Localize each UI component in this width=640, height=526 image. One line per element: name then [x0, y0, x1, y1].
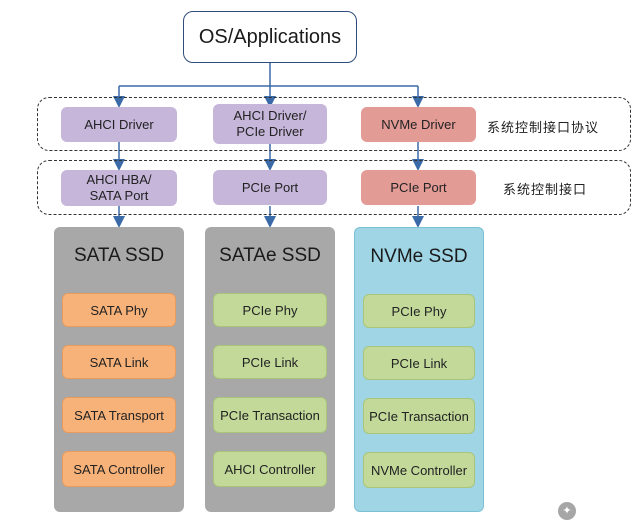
watermark: ✦ 悟空问答 [557, 501, 632, 520]
port-box-2: PCIe Port [213, 170, 327, 205]
layer-box: SATA Link [62, 345, 176, 379]
protocol-band-label: 系统控制接口协议 [487, 121, 600, 136]
ssd-title: SATA SSD [73, 245, 165, 266]
port-band [37, 160, 631, 215]
layer-box: PCIe Phy [363, 294, 475, 328]
layer-box: SATA Controller [62, 451, 176, 487]
layer-box: PCIe Transaction [363, 398, 475, 434]
protocol-band [37, 97, 631, 151]
ssd-panel-nvme: NVMe SSD PCIe Phy PCIe Link PCIe Transac… [354, 227, 484, 512]
layer-box: PCIe Link [363, 346, 475, 380]
ssd-panel-satae: SATAe SSD PCIe Phy PCIe Link PCIe Transa… [205, 227, 335, 512]
wukong-logo-icon: ✦ [557, 501, 576, 520]
watermark-text: 悟空问答 [579, 505, 632, 520]
layer-box: NVMe Controller [363, 452, 475, 488]
layer-box: PCIe Link [213, 345, 327, 379]
layer-box: AHCI Controller [213, 451, 327, 487]
ssd-title: NVMe SSD [370, 246, 468, 267]
driver-box-3: NVMe Driver [361, 107, 476, 142]
port-band-label: 系统控制接口 [503, 183, 588, 198]
ssd-panel-sata: SATA SSD SATA Phy SATA Link SATA Transpo… [54, 227, 184, 512]
ssd-title: SATAe SSD [219, 245, 321, 266]
driver-box-2: AHCI Driver/ PCIe Driver [213, 104, 327, 144]
os-applications-box: OS/Applications [183, 11, 357, 63]
port-box-1: AHCI HBA/ SATA Port [61, 170, 177, 206]
layer-box: PCIe Phy [213, 293, 327, 327]
port-box-3: PCIe Port [361, 170, 476, 205]
layer-box: PCIe Transaction [213, 397, 327, 433]
layer-box: SATA Phy [62, 293, 176, 327]
driver-box-1: AHCI Driver [61, 107, 177, 142]
layer-box: SATA Transport [62, 397, 176, 433]
